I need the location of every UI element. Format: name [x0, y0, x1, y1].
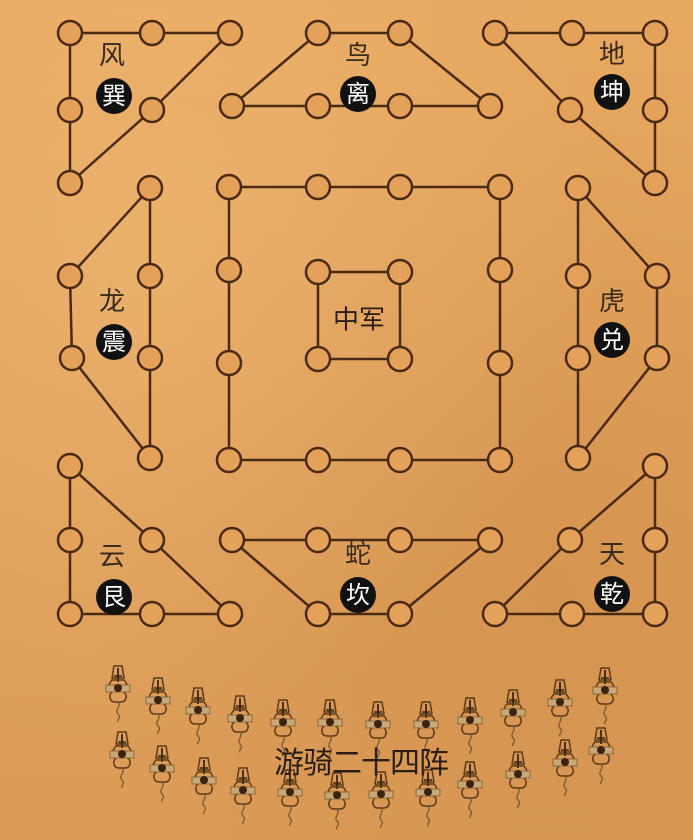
dui-name-label: 虎	[598, 287, 626, 317]
xun-trigram-badge: 巽	[96, 78, 132, 114]
kun-name-label: 地	[598, 40, 626, 70]
kan-name-label: 蛇	[344, 540, 372, 570]
xun-name-label: 风	[98, 41, 126, 71]
gen-trigram-badge: 艮	[96, 579, 132, 615]
li-trigram-badge: 离	[340, 76, 376, 112]
zhen-name-label: 龙	[98, 287, 126, 317]
zhen-trigram-badge: 震	[96, 324, 132, 360]
kan-trigram-badge: 坎	[340, 577, 376, 613]
dui-trigram-badge: 兑	[594, 322, 630, 358]
gen-name-label: 云	[98, 542, 126, 572]
li-name-label: 鸟	[344, 41, 372, 71]
outer-square	[227, 185, 502, 462]
soldier-nodes	[56, 19, 671, 628]
kun-trigram-badge: 坤	[594, 74, 630, 110]
inner-square	[316, 270, 402, 361]
diagram-title: 游骑二十四阵	[274, 746, 449, 781]
zhen-formation	[68, 187, 152, 462]
center-army-label: 中军	[332, 305, 386, 336]
qian-trigram-badge: 乾	[594, 576, 630, 612]
qian-name-label: 天	[598, 540, 626, 570]
